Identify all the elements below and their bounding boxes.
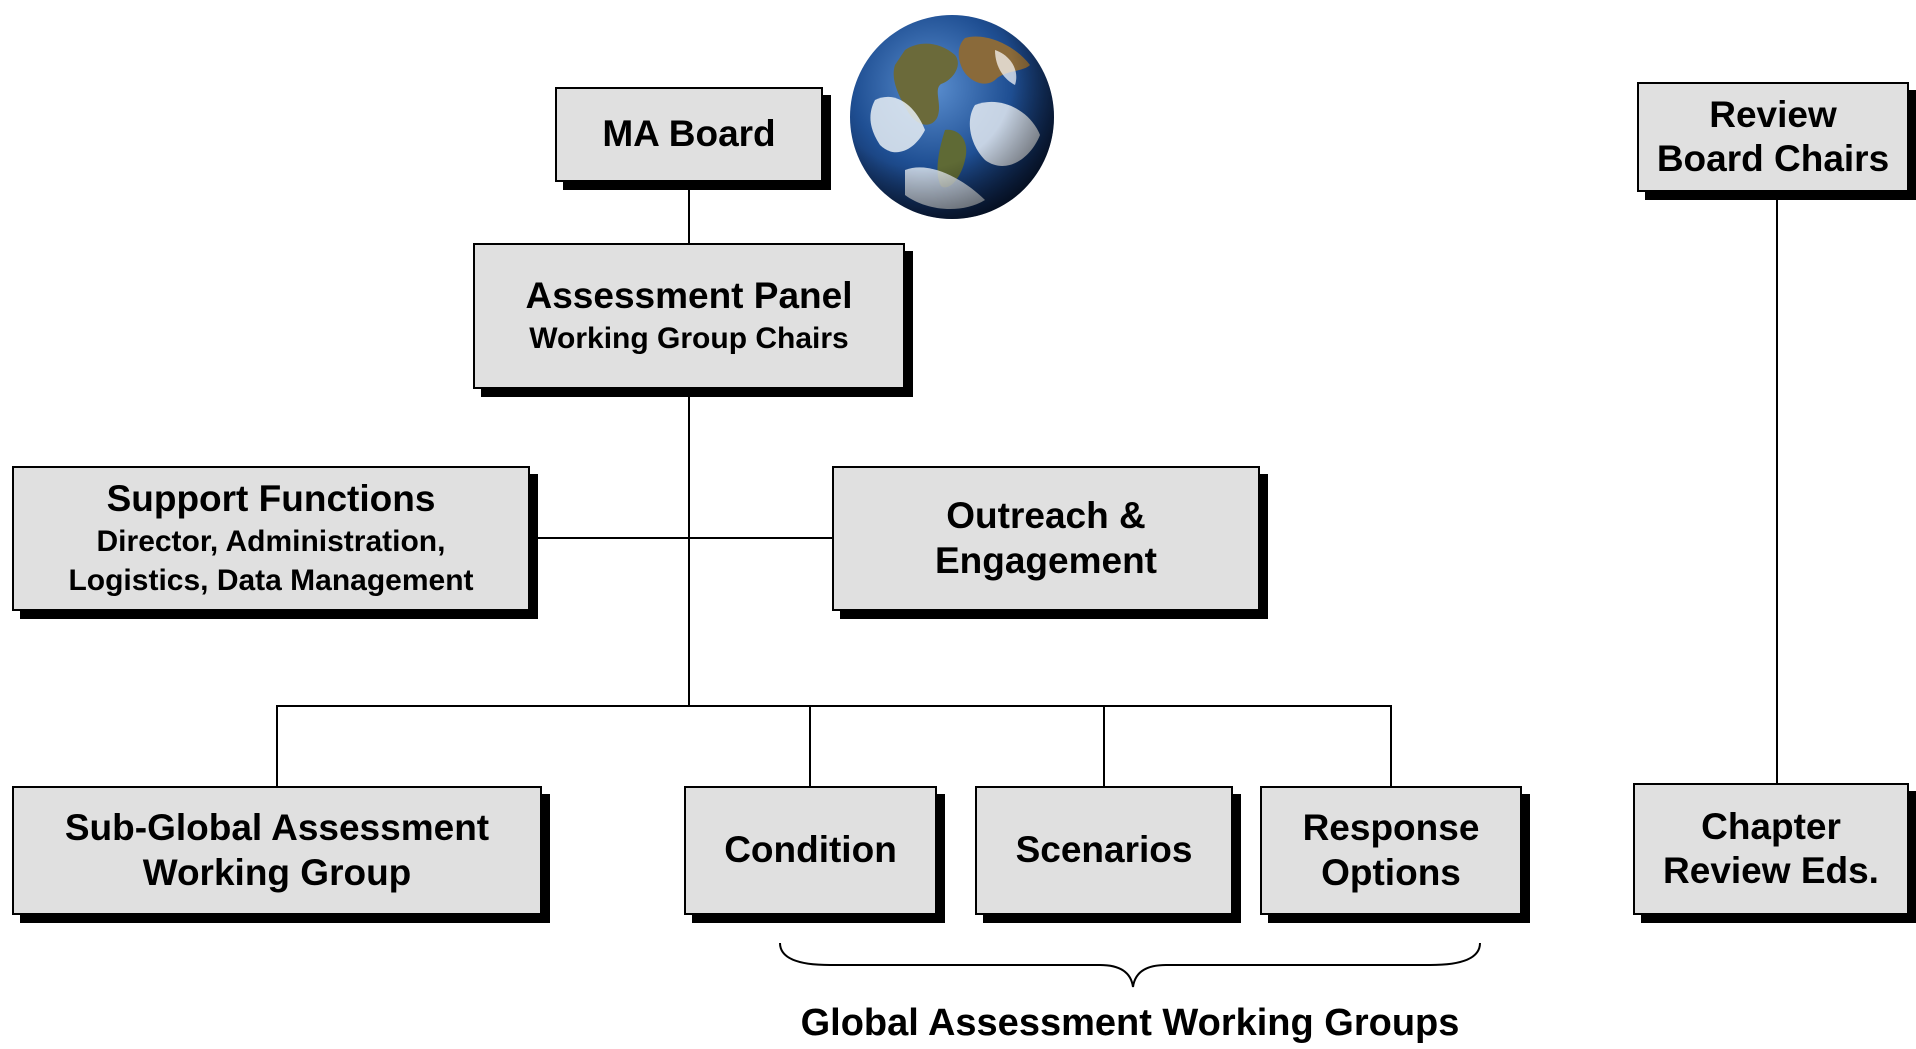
support-functions-subtitle-2: Logistics, Data Management	[68, 563, 474, 597]
chapter-review-eds-box: Chapter Review Eds.	[1633, 783, 1909, 915]
connector-panel-trunk	[688, 389, 690, 706]
assessment-panel-title: Assessment Panel	[525, 275, 853, 317]
assessment-panel-box: Assessment Panel Working Group Chairs	[473, 243, 905, 389]
review-board-line-2: Board Chairs	[1656, 138, 1890, 179]
connector-response	[1390, 705, 1392, 786]
outreach-engagement-box: Outreach & Engagement	[832, 466, 1260, 611]
response-options-line-2: Options	[1321, 851, 1461, 893]
connector-board-panel	[688, 182, 690, 244]
assessment-panel-subtitle: Working Group Chairs	[529, 321, 849, 355]
sub-global-line-2: Working Group	[142, 851, 412, 893]
outreach-line-1: Outreach &	[946, 495, 1146, 537]
support-functions-title: Support Functions	[106, 478, 436, 520]
curly-brace-icon	[779, 942, 1481, 988]
global-assessment-caption: Global Assessment Working Groups	[800, 1002, 1460, 1044]
connector-sub-global	[276, 705, 278, 786]
connector-review-chapter	[1776, 193, 1778, 783]
chapter-review-line-1: Chapter	[1701, 805, 1841, 847]
scenarios-title: Scenarios	[1015, 829, 1193, 871]
chapter-review-line-2: Review Eds.	[1663, 850, 1879, 891]
response-options-box: Response Options	[1260, 786, 1522, 915]
outreach-line-2: Engagement	[934, 539, 1158, 581]
review-board-chairs-box: Review Board Chairs	[1637, 82, 1909, 192]
earth-globe-icon	[850, 15, 1054, 219]
ma-board-box: MA Board	[555, 87, 823, 182]
support-functions-box: Support Functions Director, Administrati…	[12, 466, 530, 611]
sub-global-line-1: Sub-Global Assessment	[64, 807, 490, 849]
connector-condition	[809, 705, 811, 786]
connector-scenarios	[1103, 705, 1105, 786]
connector-support-outreach	[530, 537, 834, 539]
review-board-line-1: Review	[1709, 93, 1837, 135]
condition-title: Condition	[724, 829, 897, 871]
response-options-line-1: Response	[1302, 807, 1480, 849]
connector-bottom-bus	[276, 705, 1392, 707]
sub-global-box: Sub-Global Assessment Working Group	[12, 786, 542, 915]
ma-board-title: MA Board	[602, 113, 776, 155]
condition-box: Condition	[684, 786, 937, 915]
support-functions-subtitle-1: Director, Administration,	[96, 524, 446, 558]
scenarios-box: Scenarios	[975, 786, 1233, 915]
